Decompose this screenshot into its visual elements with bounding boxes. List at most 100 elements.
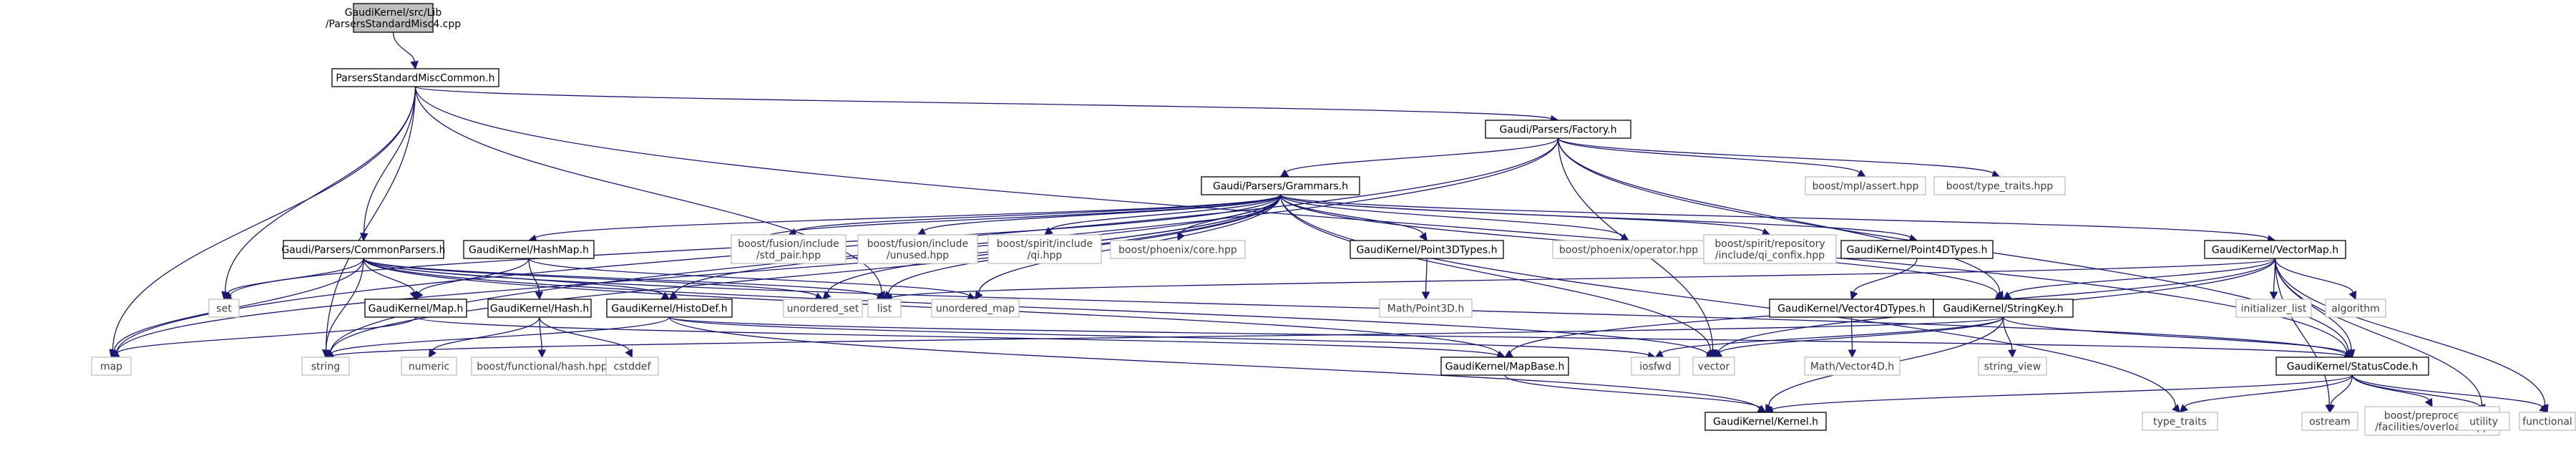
node-list: list <box>867 299 902 318</box>
node-label: GaudiKernel/HistoDef.h <box>611 304 727 315</box>
node-label: initializer_list <box>2241 304 2307 315</box>
node-hash-h[interactable]: GaudiKernel/Hash.h <box>487 299 592 318</box>
node-factory[interactable]: Gaudi/Parsers/Factory.h <box>1485 120 1631 139</box>
node-p3d[interactable]: GaudiKernel/Point3DTypes.h <box>1350 240 1504 259</box>
node-hashmap[interactable]: GaudiKernel/HashMap.h <box>463 240 595 259</box>
node-map-h[interactable]: GaudiKernel/Map.h <box>364 299 467 318</box>
edge-line <box>392 31 415 63</box>
edge-statuscode-to-functional <box>2351 374 2548 413</box>
node-box <box>301 357 350 376</box>
edges-layer <box>109 31 2549 414</box>
node-box <box>487 299 592 318</box>
node-box <box>1485 120 1631 139</box>
node-label: boost/fusion/include <box>738 238 839 250</box>
node-umap: unordered_map <box>931 299 1020 318</box>
arrowhead <box>428 349 436 358</box>
node-common[interactable]: ParsersStandardMiscCommon.h <box>331 68 499 87</box>
edge-statuscode-to-overload <box>2351 374 2433 407</box>
arrowhead <box>535 291 544 301</box>
node-phxop: boost/phoenix/operator.hpp <box>1552 240 1705 259</box>
node-box <box>283 240 444 259</box>
edge-common-to-list <box>414 86 885 301</box>
node-label: GaudiKernel/VectorMap.h <box>2212 245 2338 256</box>
edge-common-to-cparsers <box>359 86 416 242</box>
node-box <box>1440 357 1569 376</box>
edge-line <box>1853 258 1918 294</box>
node-label: iosfwd <box>1639 362 1672 373</box>
edge-factory-to-boost-tt <box>1557 137 2001 178</box>
node-initlist: initializer_list <box>2235 299 2312 318</box>
node-strkey[interactable]: GaudiKernel/StringKey.h <box>1933 299 2074 318</box>
node-box <box>1110 240 1246 259</box>
node-label: Gaudi/Parsers/Factory.h <box>1499 125 1616 136</box>
node-box <box>605 357 659 376</box>
edge-histodef-to-kernel <box>668 316 1767 414</box>
node-box <box>1703 234 1837 264</box>
node-grammars[interactable]: Gaudi/Parsers/Grammars.h <box>1201 176 1360 195</box>
edge-line <box>528 258 970 298</box>
arrowhead <box>1848 349 1857 359</box>
node-box <box>1201 176 1360 195</box>
edge-line <box>539 316 543 351</box>
node-mapbase[interactable]: GaudiKernel/MapBase.h <box>1440 357 1569 376</box>
node-label: utility <box>2469 417 2498 428</box>
edge-cparsers-to-set <box>223 258 364 300</box>
node-label: type_traits <box>2153 417 2207 428</box>
edge-line <box>363 258 1709 356</box>
node-kernel[interactable]: GaudiKernel/Kernel.h <box>1704 412 1827 431</box>
edge-line <box>330 194 1282 354</box>
node-box <box>1978 357 2047 376</box>
node-label: numeric <box>409 362 449 373</box>
edge-line <box>2351 374 2481 408</box>
node-p4d[interactable]: GaudiKernel/Point4DTypes.h <box>1840 240 1994 259</box>
node-histodef[interactable]: GaudiKernel/HistoDef.h <box>606 299 733 318</box>
node-cparsers[interactable]: Gaudi/Parsers/CommonParsers.h <box>281 240 446 259</box>
node-box <box>2142 412 2218 431</box>
node-label: GaudiKernel/HashMap.h <box>469 245 589 256</box>
edge-line <box>2274 258 2330 407</box>
edge-line <box>535 194 1282 240</box>
node-label: Gaudi/Parsers/Grammars.h <box>1213 181 1348 193</box>
node-box <box>1804 357 1901 376</box>
edge-line <box>1049 194 1282 232</box>
node-box <box>1350 240 1504 259</box>
arrowhead <box>1850 291 1858 301</box>
node-label: string_view <box>1984 362 2041 373</box>
node-label: map <box>100 362 122 373</box>
arrowhead <box>2172 404 2181 413</box>
node-box <box>353 3 434 33</box>
arrowhead <box>223 291 232 300</box>
node-numeric: numeric <box>401 357 457 376</box>
node-box <box>1840 240 1994 259</box>
edge-line <box>363 258 818 298</box>
node-vmap[interactable]: GaudiKernel/VectorMap.h <box>2204 240 2346 259</box>
node-label: GaudiKernel/Hash.h <box>490 304 589 315</box>
edge-strkey-to-strview <box>2002 316 2016 359</box>
edge-line <box>1557 137 2001 294</box>
node-v4d[interactable]: GaudiKernel/Vector4DTypes.h <box>1769 299 1934 318</box>
node-box <box>364 299 467 318</box>
node-statuscode[interactable]: GaudiKernel/StatusCode.h <box>2275 357 2429 376</box>
edge-line <box>2274 258 2483 407</box>
node-box <box>857 234 978 264</box>
edge-line <box>116 194 1282 354</box>
node-box <box>401 357 457 376</box>
node-label: Gaudi/Parsers/CommonParsers.h <box>281 245 445 256</box>
node-box <box>1933 299 2074 318</box>
node-label: list <box>877 304 892 315</box>
edge-hash-h-to-bfhash <box>537 316 547 359</box>
edge-line <box>1557 137 1994 175</box>
edge-line <box>2351 374 2430 402</box>
node-unused: boost/fusion/include/unused.hpp <box>857 234 978 264</box>
node-cstddef: cstddef <box>605 357 659 376</box>
node-qiconfix: boost/spirit/repository/include/qi_confi… <box>1703 234 1837 264</box>
edge-statuscode-to-type-traits <box>2179 374 2353 413</box>
arrowhead <box>410 60 419 70</box>
arrowhead <box>917 228 927 236</box>
edge-line <box>668 316 1760 410</box>
node-label: boost/phoenix/operator.hpp <box>1559 245 1698 256</box>
edge-grammars-to-tuple <box>757 194 1282 242</box>
node-box <box>1692 357 1735 376</box>
node-root[interactable]: GaudiKernel/src/Lib/ParsersStandardMisc4… <box>326 3 461 33</box>
node-point3d: Math/Point3D.h <box>1379 299 1473 318</box>
